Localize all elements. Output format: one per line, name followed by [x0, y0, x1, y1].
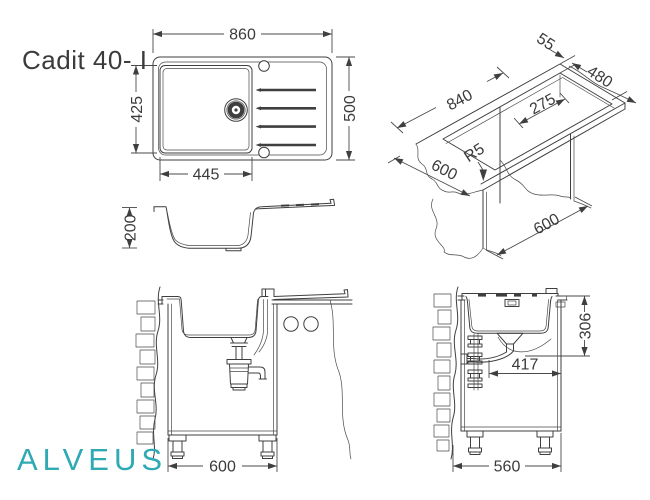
section-inner-profile — [166, 208, 251, 246]
worktop-front-edge — [480, 102, 626, 185]
side-installation-view: 306 417 560 — [432, 286, 595, 476]
sink-rim-side — [461, 293, 547, 301]
dim-label-55: 55 — [533, 30, 557, 54]
alveus-logo: ALVEUS — [17, 442, 167, 477]
cabinet-break-line-mid — [499, 159, 572, 199]
dim-label-560: 560 — [494, 459, 521, 476]
dim-label-840: 840 — [444, 87, 476, 115]
cabinet-break-line-left — [431, 198, 484, 259]
dim-label-425: 425 — [129, 96, 146, 123]
drainboard-grooves — [255, 88, 316, 147]
rim-section-marks — [478, 294, 537, 297]
cutout-inner-face — [445, 77, 615, 144]
bowl-side-inner — [468, 299, 549, 332]
overflow-pipe — [253, 299, 268, 356]
leg-right — [258, 434, 277, 459]
outlet-pipe — [466, 350, 514, 363]
tap-hole-top — [258, 60, 270, 72]
drain-fitting-top — [504, 299, 520, 307]
overflow-box-side — [545, 288, 559, 297]
trap-curve — [497, 336, 552, 353]
dimension-445: 445 — [159, 157, 253, 184]
cabinet-side — [460, 299, 562, 455]
dim-label-480: 480 — [584, 63, 616, 92]
wall-bricks-side — [432, 293, 452, 452]
bowl-inner-outline — [162, 68, 250, 151]
dimension-600-base: 600 — [485, 196, 593, 260]
dimension-417: 417 — [488, 357, 562, 378]
cabinet-break-line — [329, 299, 352, 460]
panel-hole-right — [303, 316, 319, 332]
dimension-306: 306 — [525, 295, 595, 357]
sink-section-inner — [166, 298, 258, 336]
cross-section-view: 200 — [122, 198, 336, 252]
front-installation-view: 600 — [135, 286, 353, 476]
dimension-r5: R5 — [461, 140, 488, 181]
drainboard-section — [273, 289, 349, 300]
wall-pipes — [467, 333, 483, 391]
dimension-480: 480 — [568, 63, 637, 104]
dimension-840: 840 — [390, 66, 510, 134]
dimension-860: 860 — [152, 27, 333, 53]
dimension-275: 275 — [513, 91, 570, 129]
section-drain-stub — [225, 247, 242, 252]
dim-label-r5: R5 — [461, 140, 487, 165]
dimension-560: 560 — [452, 433, 562, 476]
tap-hole-bottom — [258, 146, 270, 159]
product-title: Cadit 40- I — [22, 45, 147, 75]
worktop-thickness — [482, 102, 626, 191]
dimension-500: 500 — [336, 56, 359, 161]
dim-label-445: 445 — [193, 167, 220, 184]
dimension-425: 425 — [129, 65, 157, 154]
r5-arrow — [479, 169, 487, 181]
dimension-200: 200 — [122, 207, 140, 249]
panel-hole-left — [283, 316, 299, 332]
dim-label-306: 306 — [578, 313, 595, 340]
wall-break-line — [152, 286, 161, 460]
dim-label-600-base: 600 — [531, 211, 563, 239]
sink-section-outer — [161, 296, 269, 338]
drain-icon — [224, 98, 248, 122]
dim-label-417: 417 — [512, 357, 539, 374]
bowl-outline — [159, 65, 253, 154]
wall-break-line-side — [450, 286, 459, 460]
cabinet-front — [167, 299, 352, 460]
leg-left-side — [466, 430, 484, 455]
bowl-side-outer — [465, 296, 553, 334]
overflow-box — [261, 288, 275, 297]
dimension-600-cabinet: 600 — [167, 438, 278, 476]
siphon-trap — [226, 337, 267, 391]
sink-recess-outline — [158, 61, 327, 156]
dimension-600-worktop: 600 — [387, 155, 471, 197]
leg-left — [168, 434, 187, 459]
top-view: 860 500 425 445 — [129, 27, 359, 184]
dimension-55: 55 — [533, 30, 588, 74]
dim-label-200: 200 — [123, 214, 140, 241]
dim-label-860: 860 — [229, 27, 256, 44]
leg-right-side — [536, 430, 554, 455]
trap-outlet — [248, 366, 267, 380]
sink-outline — [152, 56, 333, 161]
section-outer-profile — [153, 202, 332, 249]
isometric-cutout-view: 55 480 840 275 R5 — [387, 30, 637, 260]
dim-label-500: 500 — [342, 95, 359, 122]
dim-label-600-cabinet: 600 — [209, 459, 236, 476]
cutout-hole — [442, 72, 613, 171]
wall-bricks — [135, 300, 156, 445]
